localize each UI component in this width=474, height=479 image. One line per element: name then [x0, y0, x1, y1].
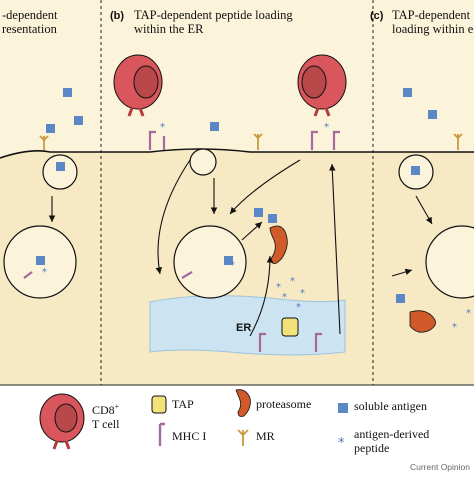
phagosome-b [173, 225, 247, 299]
legend-peptide-line1: antigen-derived [354, 427, 430, 441]
panel-a-title-line2: resentation [2, 22, 57, 37]
tap-transporter [281, 317, 299, 337]
legend-cd8-text: CD8 [92, 403, 115, 417]
panel-a-title-line1: -dependent [2, 8, 58, 22]
panel-c-title: TAP-dependent loading within e [392, 8, 473, 37]
legend-proteasome-label: proteasome [256, 397, 312, 411]
panel-c-title-line2: loading within e [392, 22, 474, 37]
panel-b-title-line2: within the ER [134, 22, 204, 37]
legend-tap-label: TAP [172, 397, 194, 411]
arrow-group [48, 159, 433, 337]
legend-t-cell-icon [39, 393, 85, 450]
legend-tap-icon [151, 395, 167, 414]
svg-text:*: * [160, 122, 165, 133]
legend-mhc-icon [158, 422, 165, 446]
svg-text:*: * [452, 322, 457, 333]
proteasome-b [269, 225, 288, 264]
mhc-membrane-group [148, 130, 340, 150]
legend-peptide-icon: * [338, 436, 345, 451]
svg-text:*: * [276, 282, 281, 293]
panel-c-letter: (c) [370, 10, 384, 22]
er-label: ER [236, 322, 252, 334]
svg-text:*: * [282, 292, 287, 303]
svg-text:*: * [300, 288, 305, 299]
legend-antigen-label: soluble antigen [354, 399, 427, 413]
endoplasmic-reticulum [149, 295, 346, 356]
svg-text:*: * [324, 122, 329, 133]
svg-text:*: * [466, 308, 471, 319]
legend-cd8-sup: + [114, 402, 120, 411]
mhc-internal-group [23, 271, 322, 352]
panel-a-title: -dependent resentation [2, 8, 58, 37]
legend-peptide-label: antigen-derived peptide [354, 427, 430, 456]
t-cell-left [113, 54, 163, 117]
proteasome-c [409, 310, 436, 333]
phagosome-c [425, 225, 474, 299]
panel-b-title-line1: TAP-dependent peptide loading [134, 8, 293, 22]
panel-b-letter: (b) [110, 10, 125, 22]
mr-receptor-group [39, 133, 463, 150]
panel-c-title-line1: TAP-dependent [392, 8, 471, 22]
legend-proteasome-icon [235, 389, 251, 417]
svg-text:*: * [230, 260, 235, 271]
soluble-antigen-group [36, 88, 437, 303]
endosome-b-top [189, 148, 217, 176]
legend-mr-label: MR [256, 429, 275, 443]
endosome-a-top [42, 154, 78, 190]
peptide-group: * * * * * * * * * * * [42, 122, 471, 333]
plasma-membrane [0, 148, 474, 159]
t-cell-right [297, 54, 347, 117]
legend-peptide-line2: peptide [354, 440, 390, 455]
legend-mhc-label: MHC I [172, 429, 207, 443]
panel-b-title: TAP-dependent peptide loading within the… [134, 8, 293, 37]
legend-tcell-text: T cell [92, 416, 120, 431]
svg-text:*: * [290, 276, 295, 287]
svg-text:*: * [296, 302, 301, 313]
legend-cd8-label: CD8+ T cell [92, 402, 119, 432]
svg-text:*: * [42, 267, 47, 278]
legend-mr-icon [237, 429, 249, 446]
copyright: Current Opinion [409, 462, 470, 472]
legend-antigen-icon [338, 403, 348, 413]
